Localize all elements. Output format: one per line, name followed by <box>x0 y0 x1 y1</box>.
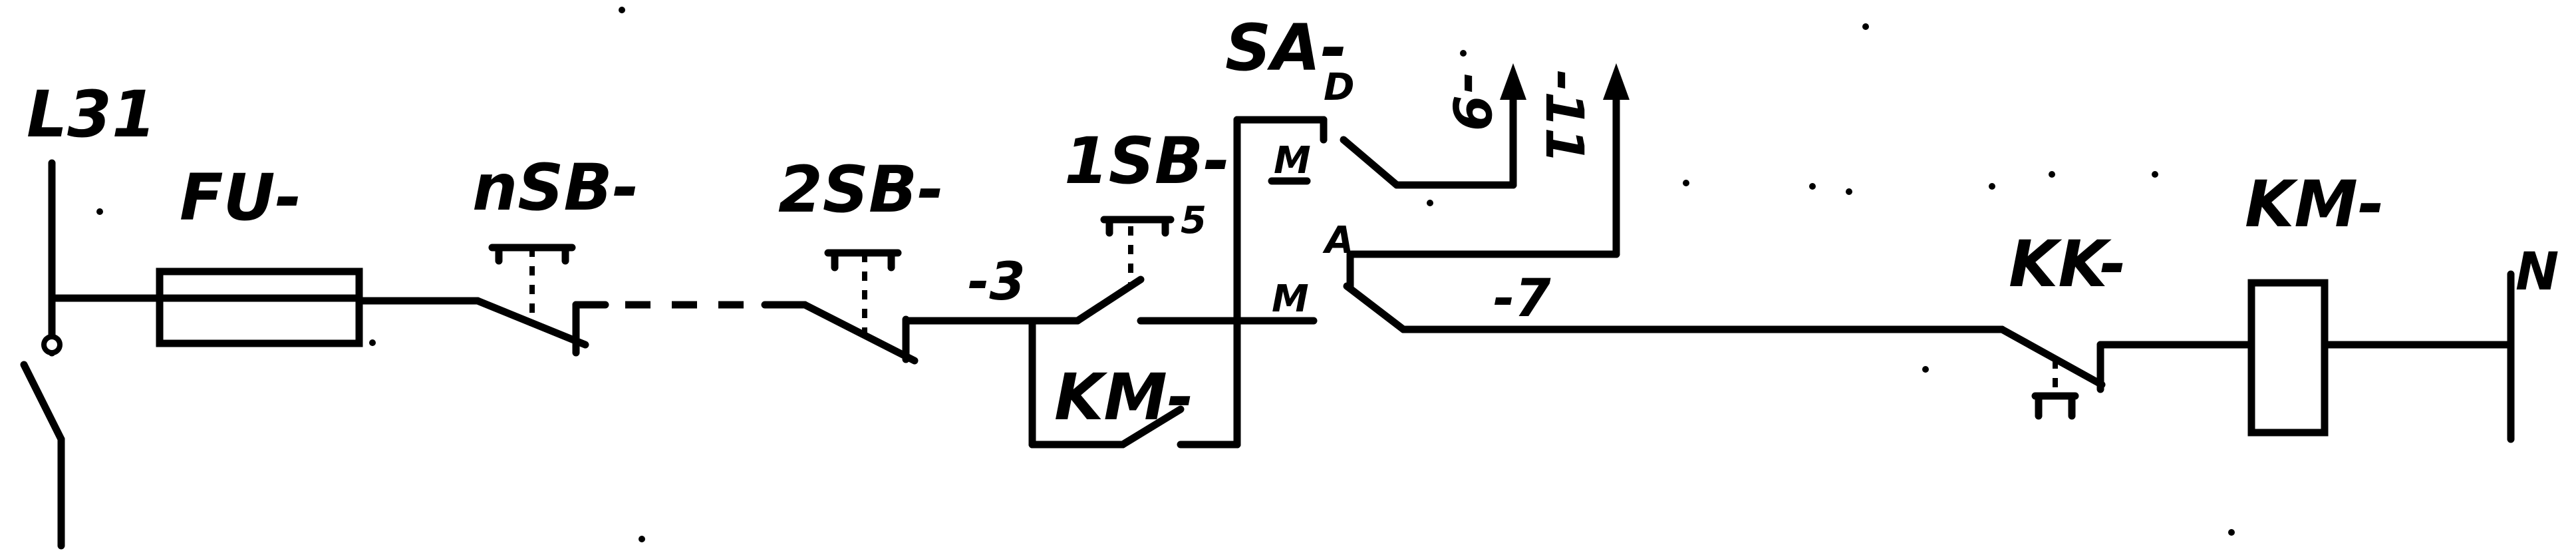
wire-5-label: 5 <box>1181 199 1207 242</box>
wire-7-label: -7 <box>1493 269 1551 329</box>
thermal-relay-label: KK- <box>2009 227 2126 301</box>
wire-3-label: -3 <box>968 252 1026 312</box>
contactor-coil <box>2247 279 2515 437</box>
wire-9-label: -9 <box>1441 73 1501 131</box>
holding-contact-label: KM- <box>1054 360 1194 435</box>
stop-button-2 <box>761 249 919 365</box>
selector-manual-top: M <box>1274 139 1311 182</box>
stop-button-n <box>474 244 609 357</box>
selector-label: SA- <box>1225 11 1347 85</box>
scan-specks <box>96 7 2235 542</box>
output-arrows <box>1500 63 1630 258</box>
selector-auto-mark: A <box>1322 219 1354 262</box>
start-button-1-label: 1SB- <box>1064 124 1230 198</box>
fuse-label: FU- <box>180 160 301 235</box>
wire-11-label: -11 <box>1534 70 1594 164</box>
stop-button-n-label: nSB- <box>472 150 639 225</box>
supply-bus <box>20 159 65 550</box>
coil-label: KM- <box>2245 167 2384 242</box>
line-label: L31 <box>27 77 156 152</box>
stop-button-2-label: 2SB- <box>778 152 944 227</box>
neutral-label: N <box>2515 242 2559 302</box>
selector-top-mark: D <box>1324 66 1354 109</box>
start-button-1 <box>1073 216 1241 325</box>
fuse-symbol <box>156 268 363 347</box>
selector-manual-bottom: M <box>1272 278 1309 321</box>
selector-switch <box>1213 116 1620 449</box>
thermal-relay-contact <box>1998 325 2255 420</box>
